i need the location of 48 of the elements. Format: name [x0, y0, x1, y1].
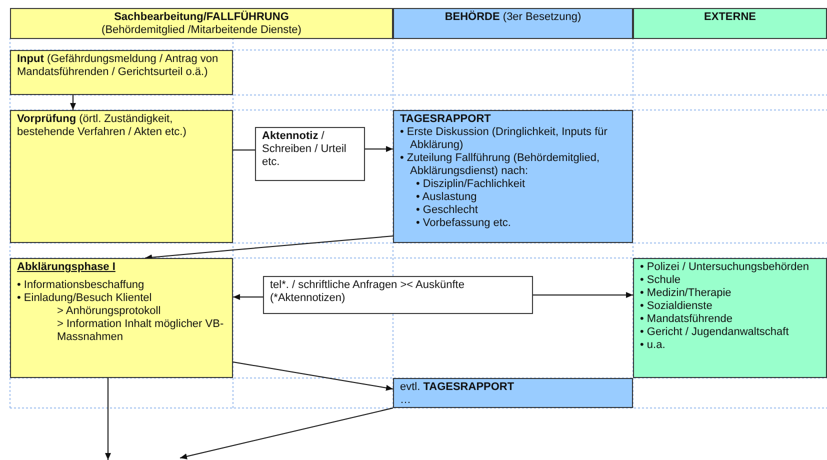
lane-header — [10, 8, 393, 39]
list-item: • Polizei / Untersuchungsbehörden — [640, 261, 810, 274]
arrow — [105, 378, 111, 460]
process-box — [393, 110, 633, 243]
list-item: • Sozialdienste — [640, 300, 714, 313]
box-text: evtl. TAGESRAPPORT — [400, 381, 516, 394]
arrow — [144, 236, 394, 260]
box-text: > Information Inhalt möglicher VB-Massnahmen — [56, 318, 225, 344]
arrow — [532, 292, 634, 298]
lane-title: Sachbearbeitung/FALLFÜHRUNG — [113, 11, 290, 24]
list-item: • Mandatsführende — [640, 313, 734, 326]
arrow — [180, 408, 394, 460]
lane-title: EXTERNE — [703, 11, 757, 24]
lane-title: BEHÖRDE (3er Besetzung) — [444, 11, 582, 24]
note-text: Aktennotiz / Schreiben / Urteil etc. — [262, 130, 348, 169]
lane-header — [633, 8, 827, 39]
list-item: • Erste Diskussion (Dringlichkeit, Inputs für Abklärung) — [400, 126, 608, 152]
list-item: • Einladung/Besuch Klientel — [17, 292, 153, 305]
box-text: TAGESRAPPORT — [400, 113, 492, 126]
arrow — [232, 294, 264, 300]
process-box — [633, 258, 827, 378]
list-item: • Schule — [640, 274, 682, 287]
list-item: • Disziplin/Fachlichkeit — [415, 178, 526, 191]
note-box — [263, 276, 533, 314]
list-item: • Zuteilung Fallführung (Behördemitglied, Abklärungsdienst) nach: — [400, 152, 601, 178]
note-box — [255, 127, 365, 181]
process-box — [10, 110, 233, 243]
list-item: • Gericht / Jugendanwaltschaft — [640, 326, 790, 339]
list-item: • Medizin/Therapie — [640, 287, 732, 300]
box-text: Vorprüfung (örtl. Zuständigkeit, bestehende Verfahren / Akten etc.) — [17, 113, 188, 139]
list-item: • Vorbefassung etc. — [415, 217, 512, 230]
list-item: • Geschlecht — [415, 204, 479, 217]
box-text: Input (Gefährdungsmeldung / Antrag von Mandatsführenden / Gerichtsurteil o.ä.) — [17, 53, 220, 79]
arrow — [232, 362, 394, 391]
lane-header — [393, 8, 633, 39]
list-item: • Auslastung — [415, 191, 478, 204]
lane-title: (Behördemitglied /Mitarbeitende Dienste) — [100, 24, 302, 37]
process-box — [393, 378, 633, 408]
box-text: > Anhörungsprotokoll — [56, 305, 162, 318]
process-box — [10, 258, 233, 378]
arrow — [364, 146, 394, 152]
box-text: … — [400, 394, 412, 407]
box-text: Abklärungsphase I — [17, 261, 116, 274]
note-text: tel*. / schriftliche Anfragen >< Auskünfte (*Aktennotizen) — [270, 279, 466, 305]
arrow — [70, 94, 76, 110]
list-item: • u.a. — [640, 339, 666, 352]
process-box — [10, 50, 233, 95]
list-item: • Informationsbeschaffung — [17, 279, 146, 292]
